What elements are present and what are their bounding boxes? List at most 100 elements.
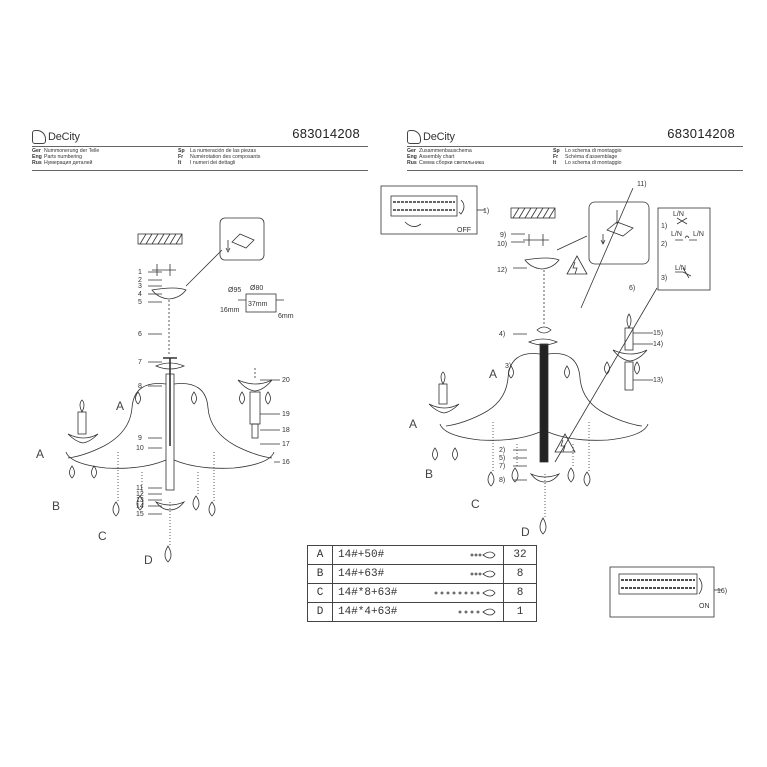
switch-on-box	[609, 566, 715, 618]
table-row: A 14#+50# 32	[307, 545, 537, 565]
step-label-1: 1)	[483, 208, 489, 215]
table-cell-spec: 14#*8+63#	[332, 583, 504, 603]
part-label-3: 3	[138, 283, 142, 290]
part-label-5: 5	[138, 299, 142, 306]
table-cell-code: B	[307, 564, 333, 584]
crystal-chain-icon	[470, 570, 496, 578]
wire-label-3: L/N	[675, 265, 686, 272]
part-label-9: 9	[138, 435, 142, 442]
wire-label-2a: L/N	[671, 231, 682, 238]
crystal-chain-icon	[434, 589, 496, 597]
crystal-chain-icon	[458, 608, 496, 616]
warning-triangle-icon-2	[554, 433, 576, 453]
mounting-bracket	[152, 264, 176, 276]
step-label-12: 12)	[497, 267, 507, 274]
wire-label-2b: L/N	[693, 231, 704, 238]
crystal-label-b: B	[52, 499, 60, 513]
arm-left	[67, 383, 167, 459]
warning-triangle-icon	[566, 255, 588, 275]
part-label-1: 1	[138, 269, 142, 276]
candle-cup-left	[428, 403, 460, 414]
crystal-label-c: C	[98, 529, 107, 543]
part-label-18: 18	[282, 427, 290, 434]
arm-right	[547, 353, 643, 427]
table-cell-spec: 14#*4+63#	[332, 602, 504, 622]
canopy	[524, 257, 560, 270]
step-label-16: 16)	[717, 588, 727, 595]
part-label-2: 2	[138, 277, 142, 284]
canopy	[151, 287, 187, 300]
header-divider-bottom	[407, 170, 743, 171]
document-id: 683014208	[667, 126, 735, 141]
crystal-label-a: A	[489, 367, 497, 381]
part-label-13: 13	[136, 497, 144, 504]
crystal-label-a: A	[116, 399, 124, 413]
table-cell-spec: 14#+50#	[332, 545, 504, 565]
part-label-16: 16	[282, 459, 290, 466]
step-label-8: 8)	[499, 477, 505, 484]
table-row: C 14#*8+63# 8	[307, 583, 537, 603]
dimension-d1: Ø95	[228, 287, 241, 294]
dimension-d4: 16mm	[220, 307, 240, 314]
candle-left	[77, 411, 87, 435]
part-label-4: 4	[138, 291, 142, 298]
assembly-diagram: 1) 11) 9) 10) 12) 6) 4) 3) 2) 5) 7) 8) 1…	[380, 181, 727, 618]
part-label-17: 17	[282, 441, 290, 448]
arm-right	[173, 383, 273, 459]
table-cell-qty: 32	[503, 545, 537, 565]
bottom-cap	[529, 473, 561, 483]
wiring-step-3: 3)	[661, 275, 667, 282]
step-label-6: 6)	[629, 285, 635, 292]
candle-cup-right	[612, 349, 648, 362]
crystal-label-c: C	[471, 497, 480, 511]
header-divider	[407, 146, 743, 147]
part-label-6: 6	[138, 331, 142, 338]
center-column	[165, 373, 175, 491]
table-cell-code: D	[307, 602, 333, 622]
part-label-19: 19	[282, 411, 290, 418]
crystal-letter-labels: A A B C D	[36, 399, 153, 567]
flame-bulb-left	[79, 399, 85, 413]
dimension-block	[245, 293, 277, 313]
crystal-label-b: B	[425, 467, 433, 481]
table-cell-qty: 8	[503, 583, 537, 603]
crystal-drops	[487, 467, 591, 535]
part-label-20: 20	[282, 377, 290, 384]
brand-logo: DeCity	[32, 130, 80, 144]
step-label-5: 5)	[499, 455, 505, 462]
header-divider-bottom	[32, 170, 368, 171]
document-id: 683014208	[292, 126, 360, 141]
wiring-step-1: 1)	[661, 223, 667, 230]
crystal-drops	[112, 495, 216, 563]
table-row: B 14#+63# 8	[307, 564, 537, 584]
brand-name: DeCity	[423, 131, 455, 143]
ceiling-hatch	[510, 207, 556, 219]
dimension-d3: 37mm	[248, 301, 268, 308]
step-label-11: 11)	[637, 181, 647, 188]
parts-numbering-diagram: 1 2 3 4 5 6 7 8 9 10 11 12 13 14 15 16 1…	[36, 217, 294, 567]
table-row: D 14#*4+63# 1	[307, 602, 537, 622]
step-label-15: 15)	[653, 330, 663, 337]
callout-detail-box	[588, 201, 650, 265]
crystal-strands	[492, 422, 590, 518]
brand-name: DeCity	[48, 131, 80, 143]
candle-cup-right	[237, 379, 273, 392]
crystal-chain-icon	[470, 551, 496, 559]
step-labels: 1) 11) 9) 10) 12) 6) 4) 3) 2) 5) 7) 8) 1…	[457, 181, 727, 610]
central-stem	[163, 357, 177, 446]
table-cell-code: C	[307, 583, 333, 603]
